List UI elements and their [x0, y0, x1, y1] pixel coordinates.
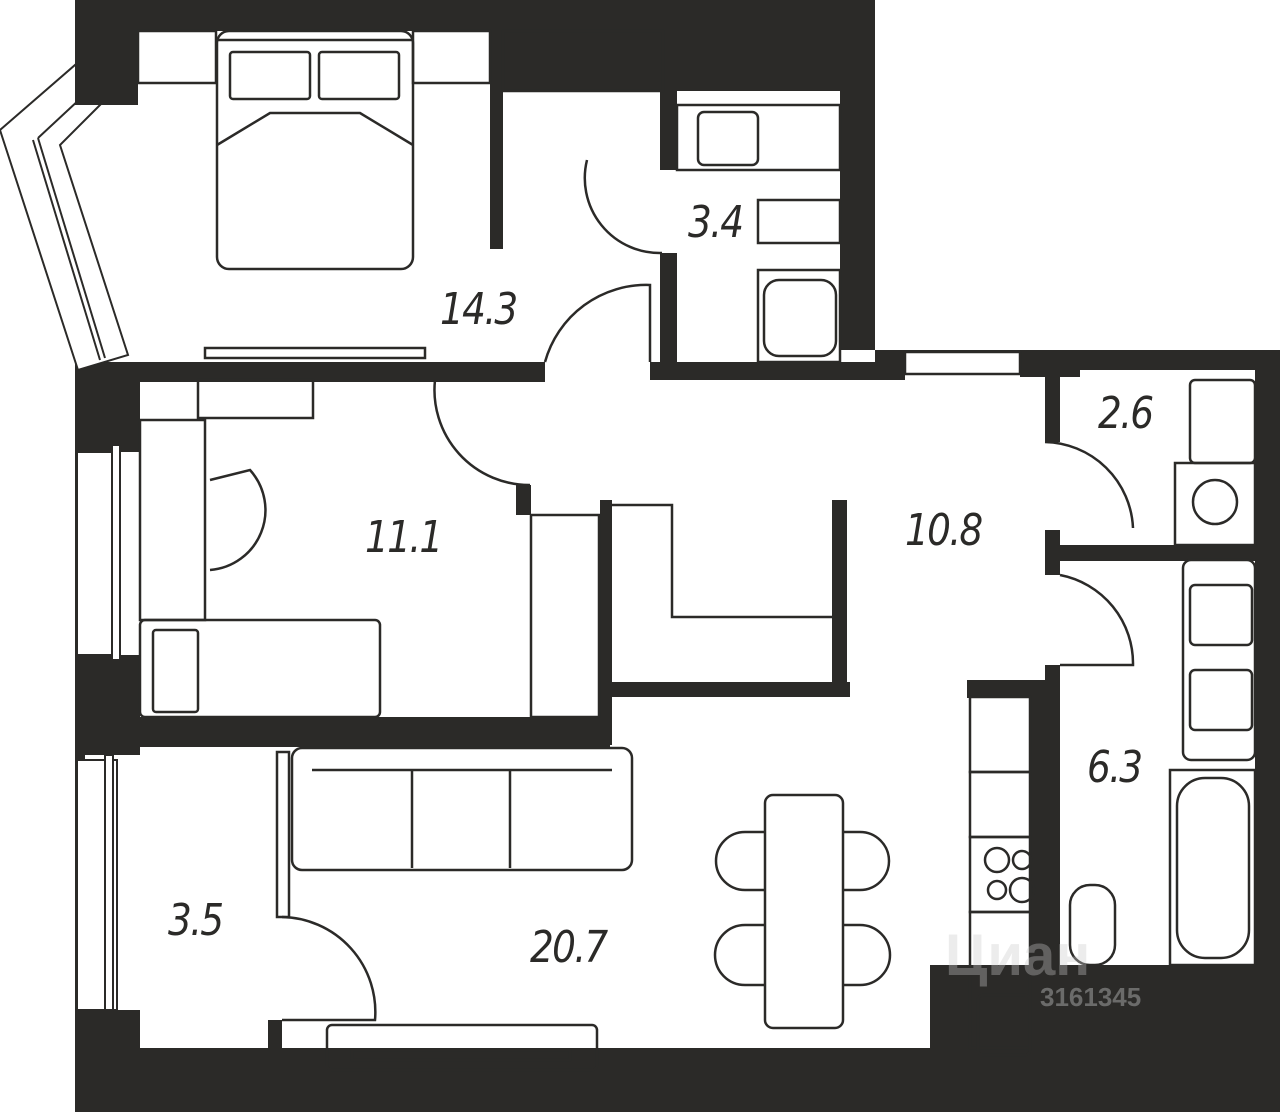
bay-window [0, 63, 130, 372]
tv-stand [325, 1023, 599, 1072]
pillow [317, 50, 401, 101]
toilet [1068, 883, 1117, 967]
double-bed [215, 29, 415, 271]
room-area-laundry: 2.6 [1098, 388, 1154, 439]
windows-left [76, 444, 121, 1011]
sink [696, 110, 760, 167]
room-area-living-kitchen: 20.7 [530, 922, 608, 973]
bookshelf [196, 378, 315, 420]
room-area-bedroom: 14.3 [440, 284, 518, 335]
wc [756, 198, 842, 245]
room-area-toilet: 3.4 [688, 197, 744, 248]
watermark-id: 3161345 [1040, 982, 1142, 1012]
room-area-kids-room: 11.1 [365, 512, 443, 563]
nightstand [136, 29, 218, 85]
room-area-hallway: 10.8 [905, 505, 983, 556]
room-area-bathroom: 6.3 [1087, 742, 1143, 793]
door-swing [583, 159, 663, 255]
sofa [290, 746, 634, 872]
desk [138, 418, 207, 622]
bathtub [1168, 768, 1257, 967]
shower [756, 268, 842, 364]
tv-stand [203, 346, 427, 360]
furniture [136, 29, 1257, 1072]
single-bed [138, 618, 382, 719]
chair [209, 468, 267, 572]
pillow [228, 50, 312, 101]
sink [1188, 583, 1254, 647]
watermark-logo: Циан [945, 923, 1091, 988]
sink [1188, 668, 1254, 732]
room-area-balcony: 3.5 [168, 895, 224, 946]
kitchen-sink [976, 993, 1032, 1057]
dining-table [763, 793, 845, 1030]
